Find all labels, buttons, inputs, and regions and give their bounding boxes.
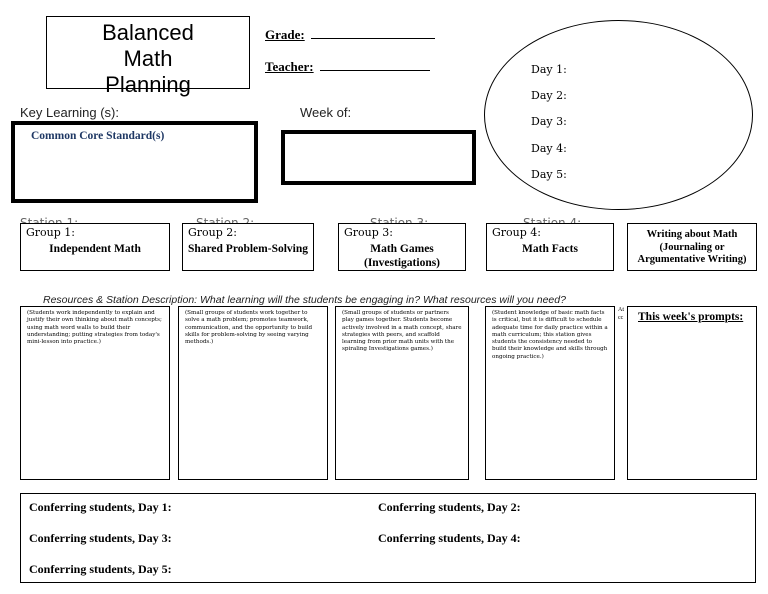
station-title: Station 1: (20, 216, 79, 223)
resource-description: (Small groups of students or partners pl… (342, 310, 462, 353)
station-title: Station 2: (196, 216, 255, 223)
day-label: Day 4: (531, 142, 567, 155)
conferring-day-3: Conferring students, Day 3: (29, 531, 172, 545)
group-name: Math Games (Investigations) (363, 243, 441, 269)
group-number: Group 1: (26, 226, 75, 239)
teacher-line[interactable] (319, 58, 430, 71)
resources-heading: Resources & Station Description: What le… (43, 294, 566, 306)
day-label: Day 2: (531, 89, 567, 102)
resource-box-3[interactable]: (Small groups of students or partners pl… (335, 306, 469, 480)
common-core-label: Common Core Standard(s) (31, 130, 165, 142)
station-title: Station 3: (370, 216, 429, 223)
group-name: Math Facts (522, 243, 578, 255)
conferring-day-4: Conferring students, Day 4: (378, 531, 521, 545)
teacher-label: Teacher: (265, 59, 314, 74)
common-core-box[interactable]: Common Core Standard(s) (11, 121, 258, 203)
day-label: Day 1: (531, 63, 567, 76)
day-label: Day 5: (531, 168, 567, 181)
station-title: Station 4: (523, 216, 582, 223)
grade-line[interactable] (310, 26, 435, 39)
prompts-label: This week's prompts: (638, 311, 744, 323)
conferring-day-5: Conferring students, Day 5: (29, 562, 172, 576)
grade-field: Grade: (265, 26, 435, 44)
conferring-box[interactable]: Conferring students, Day 1: Conferring s… (20, 493, 756, 583)
key-learning-label: Key Learning (s): (20, 105, 119, 120)
resource-box-4[interactable]: (Student knowledge of basic math facts i… (485, 306, 615, 480)
conferring-day-2: Conferring students, Day 2: (378, 500, 521, 514)
group-number: Group 4: (492, 226, 541, 239)
teacher-field: Teacher: (265, 58, 430, 76)
week-of-label: Week of: (300, 105, 352, 120)
group-number: Group 2: (188, 226, 237, 239)
group-name: Shared Problem-Solving (187, 243, 309, 255)
group-box-1: Group 1: Independent Math (20, 223, 170, 271)
resource-description: (Student knowledge of basic math facts i… (492, 310, 608, 360)
group-box-4: Group 4: Math Facts (486, 223, 614, 271)
week-of-box[interactable] (281, 130, 476, 185)
title-box: Balanced Math Planning (46, 16, 250, 97)
grade-label: Grade: (265, 27, 305, 42)
group-name: Independent Math (49, 243, 141, 255)
writing-about-math-box: Writing about Math (Journaling or Argume… (627, 223, 757, 271)
writing-about-math-title: Writing about Math (Journaling or Argume… (637, 229, 747, 265)
resource-box-2[interactable]: (Small groups of students work together … (178, 306, 328, 480)
group-number: Group 3: (344, 226, 393, 239)
cut-off-text: At cc (618, 307, 624, 321)
day-oval: Day 1: Day 2: Day 3: Day 4: Day 5: (484, 20, 753, 210)
resource-box-1[interactable]: (Students work independently to explain … (20, 306, 170, 480)
resource-description: (Students work independently to explain … (27, 310, 162, 346)
prompts-box[interactable]: This week's prompts: (627, 306, 757, 480)
conferring-day-1: Conferring students, Day 1: (29, 500, 172, 514)
day-label: Day 3: (531, 115, 567, 128)
group-box-3: Group 3: Math Games (Investigations) (338, 223, 466, 271)
group-box-2: Group 2: Shared Problem-Solving (182, 223, 314, 271)
page-title: Balanced Math Planning (102, 20, 194, 97)
resource-description: (Small groups of students work together … (185, 310, 313, 346)
